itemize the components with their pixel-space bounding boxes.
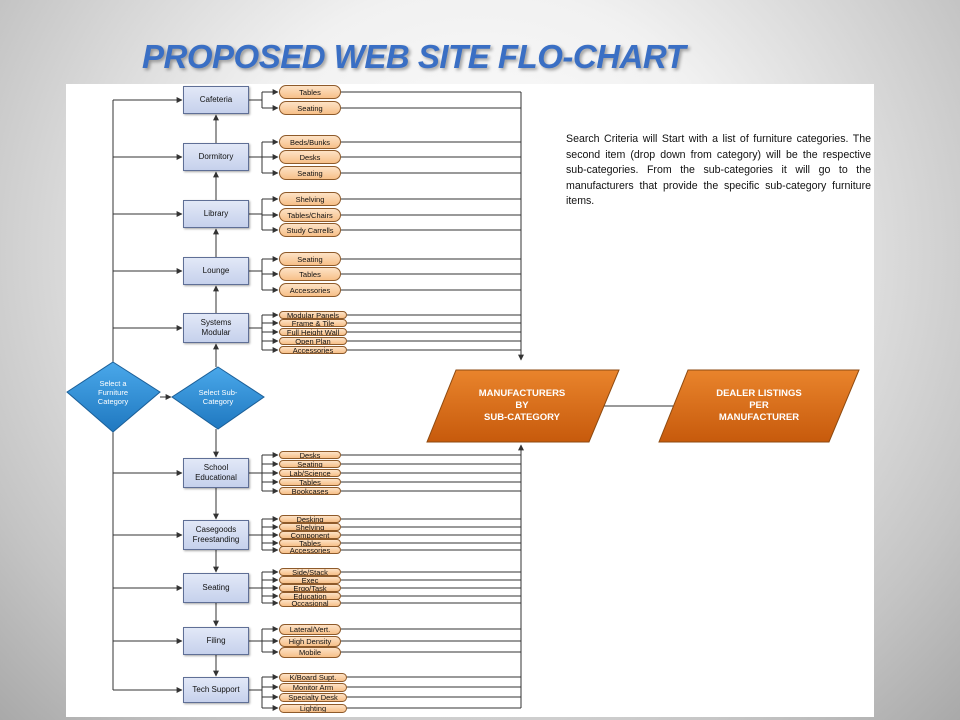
search-criteria-note: Search Criteria will Start with a list o… — [566, 133, 871, 208]
subcategory-pill: Accessories — [279, 346, 347, 354]
category-box: Library — [183, 200, 249, 228]
subcategory-pill: Shelving — [279, 523, 341, 531]
manufacturers-label: MANUFACTURERS BY SUB-CATEGORY — [478, 388, 566, 423]
subcategory-pill: Specialty Desk — [279, 692, 347, 702]
subcategory-pill: Seating — [279, 166, 341, 180]
subcategory-pill: Lab/Science — [279, 469, 341, 477]
subcategory-pill: Full Height Wall — [279, 328, 347, 336]
dealer-listings-label: DEALER LISTINGS PER MANUFACTURER — [716, 388, 802, 423]
select-category-label: Select a Furniture Category — [97, 378, 129, 406]
subcategory-pill: Mobile — [279, 646, 341, 658]
select-subcategory-diamond — [171, 366, 265, 430]
category-box: Systems Modular — [183, 313, 249, 343]
subcategory-pill: Lighting — [279, 703, 347, 713]
subcategory-pill: Shelving — [279, 192, 341, 206]
subcategory-pill: Tables/Chairs — [279, 208, 341, 222]
dealer-listings-parallelogram — [658, 369, 860, 443]
category-box: Dormitory — [183, 143, 249, 171]
category-box: Lounge — [183, 257, 249, 285]
category-box: Casegoods Freestanding — [183, 520, 249, 550]
flowchart-panel: Select a Furniture Category Select Sub- … — [66, 84, 874, 717]
category-box: School Educational — [183, 458, 249, 488]
flowchart-connectors — [66, 89, 860, 711]
subcategory-pill: Seating — [279, 460, 341, 468]
subcategory-pill: Seating — [279, 252, 341, 266]
subcategory-pill: Accessories — [279, 283, 341, 297]
subcategory-pill: Modular Panels — [279, 311, 347, 319]
subcategory-pill: Tables — [279, 478, 341, 486]
slide-title: PROPOSED WEB SITE FLO-CHART — [142, 38, 686, 75]
subcategory-pill: Desks — [279, 150, 341, 164]
subcategory-pill: Side/Stack — [279, 568, 341, 576]
subcategory-pill: Tables — [279, 85, 341, 99]
subcategory-pill: Exec — [279, 576, 341, 584]
subcategory-pill: Seating — [279, 101, 341, 115]
subcategory-pill: High Density — [279, 635, 341, 647]
category-box: Cafeteria — [183, 86, 249, 114]
subcategory-pill: Frame & Tile — [279, 319, 347, 327]
subcategory-pill: Accessories — [279, 546, 341, 554]
select-subcategory-label: Select Sub- Category — [198, 388, 238, 406]
subcategory-pill: Lateral/Vert. — [279, 623, 341, 635]
subcategory-pill: K/Board Supt. — [279, 672, 347, 682]
category-box: Filing — [183, 627, 249, 655]
subcategory-pill: Beds/Bunks — [279, 135, 341, 149]
select-category-diamond — [66, 361, 161, 433]
subcategory-pill: Ergo/Task — [279, 584, 341, 592]
category-box: Seating — [183, 573, 249, 603]
subcategory-pill: Occasional — [279, 599, 341, 607]
subcategory-pill: Tables — [279, 267, 341, 281]
subcategory-pill: Desks — [279, 451, 341, 459]
subcategory-pill: Study Carrells — [279, 223, 341, 237]
subcategory-pill: Component — [279, 531, 341, 539]
manufacturers-parallelogram — [426, 369, 620, 443]
category-box: Tech Support — [183, 677, 249, 703]
subcategory-pill: Monitor Arm — [279, 682, 347, 692]
subcategory-pill: Bookcases — [279, 487, 341, 495]
subcategory-pill: Open Plan — [279, 337, 347, 345]
subcategory-pill: Desking — [279, 515, 341, 523]
